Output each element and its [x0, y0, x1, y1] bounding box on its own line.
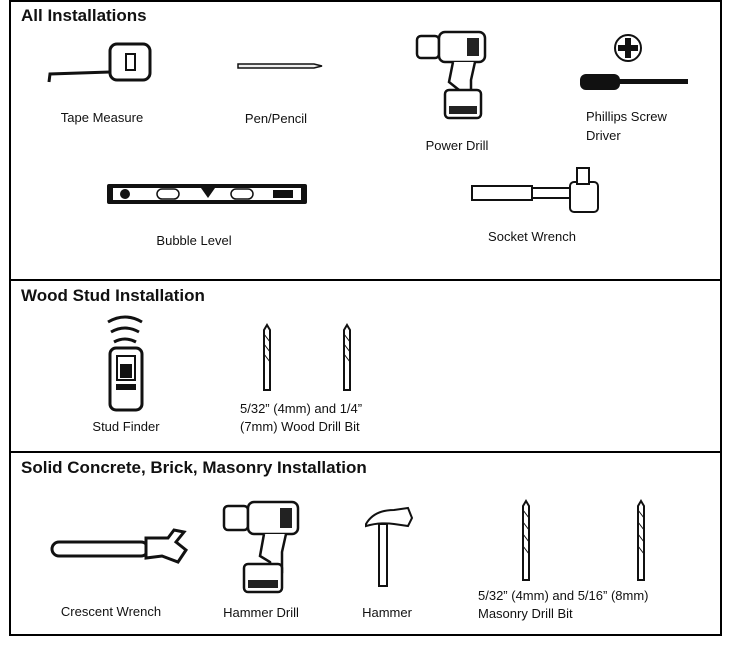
- hammer-icon: [365, 506, 414, 587]
- section-title-masonry: Solid Concrete, Brick, Masonry Installat…: [21, 458, 367, 477]
- outer-border: [9, 0, 722, 636]
- tool-label-pen-pencil: Pen/Pencil: [244, 111, 308, 126]
- tape-measure-icon: [47, 42, 152, 83]
- phillips-head-icon: [614, 34, 642, 62]
- socket-wrench-icon: [471, 167, 599, 213]
- hammer-drill-icon: [222, 500, 300, 594]
- section-title-all-installations: All Installations: [21, 6, 147, 25]
- bubble-level-icon: [107, 184, 307, 204]
- tool-label-tape-measure: Tape Measure: [60, 110, 144, 125]
- section-title-wood-stud: Wood Stud Installation: [21, 286, 205, 305]
- crescent-wrench-icon: [50, 528, 189, 564]
- tool-label-wood-drill-bit-line2: (7mm) Wood Drill Bit: [240, 419, 360, 434]
- tool-label-masonry-drill-bit-line1: 5/32” (4mm) and 5/16” (8mm): [478, 588, 649, 603]
- tool-label-masonry-drill-bit-line2: Masonry Drill Bit: [478, 606, 573, 621]
- tool-label-power-drill: Power Drill: [425, 138, 489, 153]
- drill-bit-icon: [637, 499, 645, 581]
- tool-label-stud-finder: Stud Finder: [92, 419, 160, 434]
- drill-bit-icon: [263, 323, 271, 391]
- tool-label-phillips-line2: Driver: [586, 128, 621, 143]
- tool-label-crescent-wrench: Crescent Wrench: [60, 604, 162, 619]
- phillips-screwdriver-icon: [580, 74, 688, 90]
- tool-label-phillips-line1: Phillips Screw: [586, 109, 667, 124]
- section-divider: [9, 279, 722, 281]
- stud-finder-icon: [107, 315, 144, 412]
- pencil-icon: [237, 63, 323, 69]
- tool-label-bubble-level: Bubble Level: [156, 233, 232, 248]
- tool-label-hammer: Hammer: [362, 605, 412, 620]
- tool-label-socket-wrench: Socket Wrench: [488, 229, 576, 244]
- drill-bit-icon: [522, 499, 530, 581]
- tool-label-wood-drill-bit-line1: 5/32” (4mm) and 1/4”: [240, 401, 363, 416]
- tool-label-hammer-drill: Hammer Drill: [223, 605, 299, 620]
- power-drill-icon: [415, 30, 487, 120]
- drill-bit-icon: [343, 323, 351, 391]
- section-divider: [9, 451, 722, 453]
